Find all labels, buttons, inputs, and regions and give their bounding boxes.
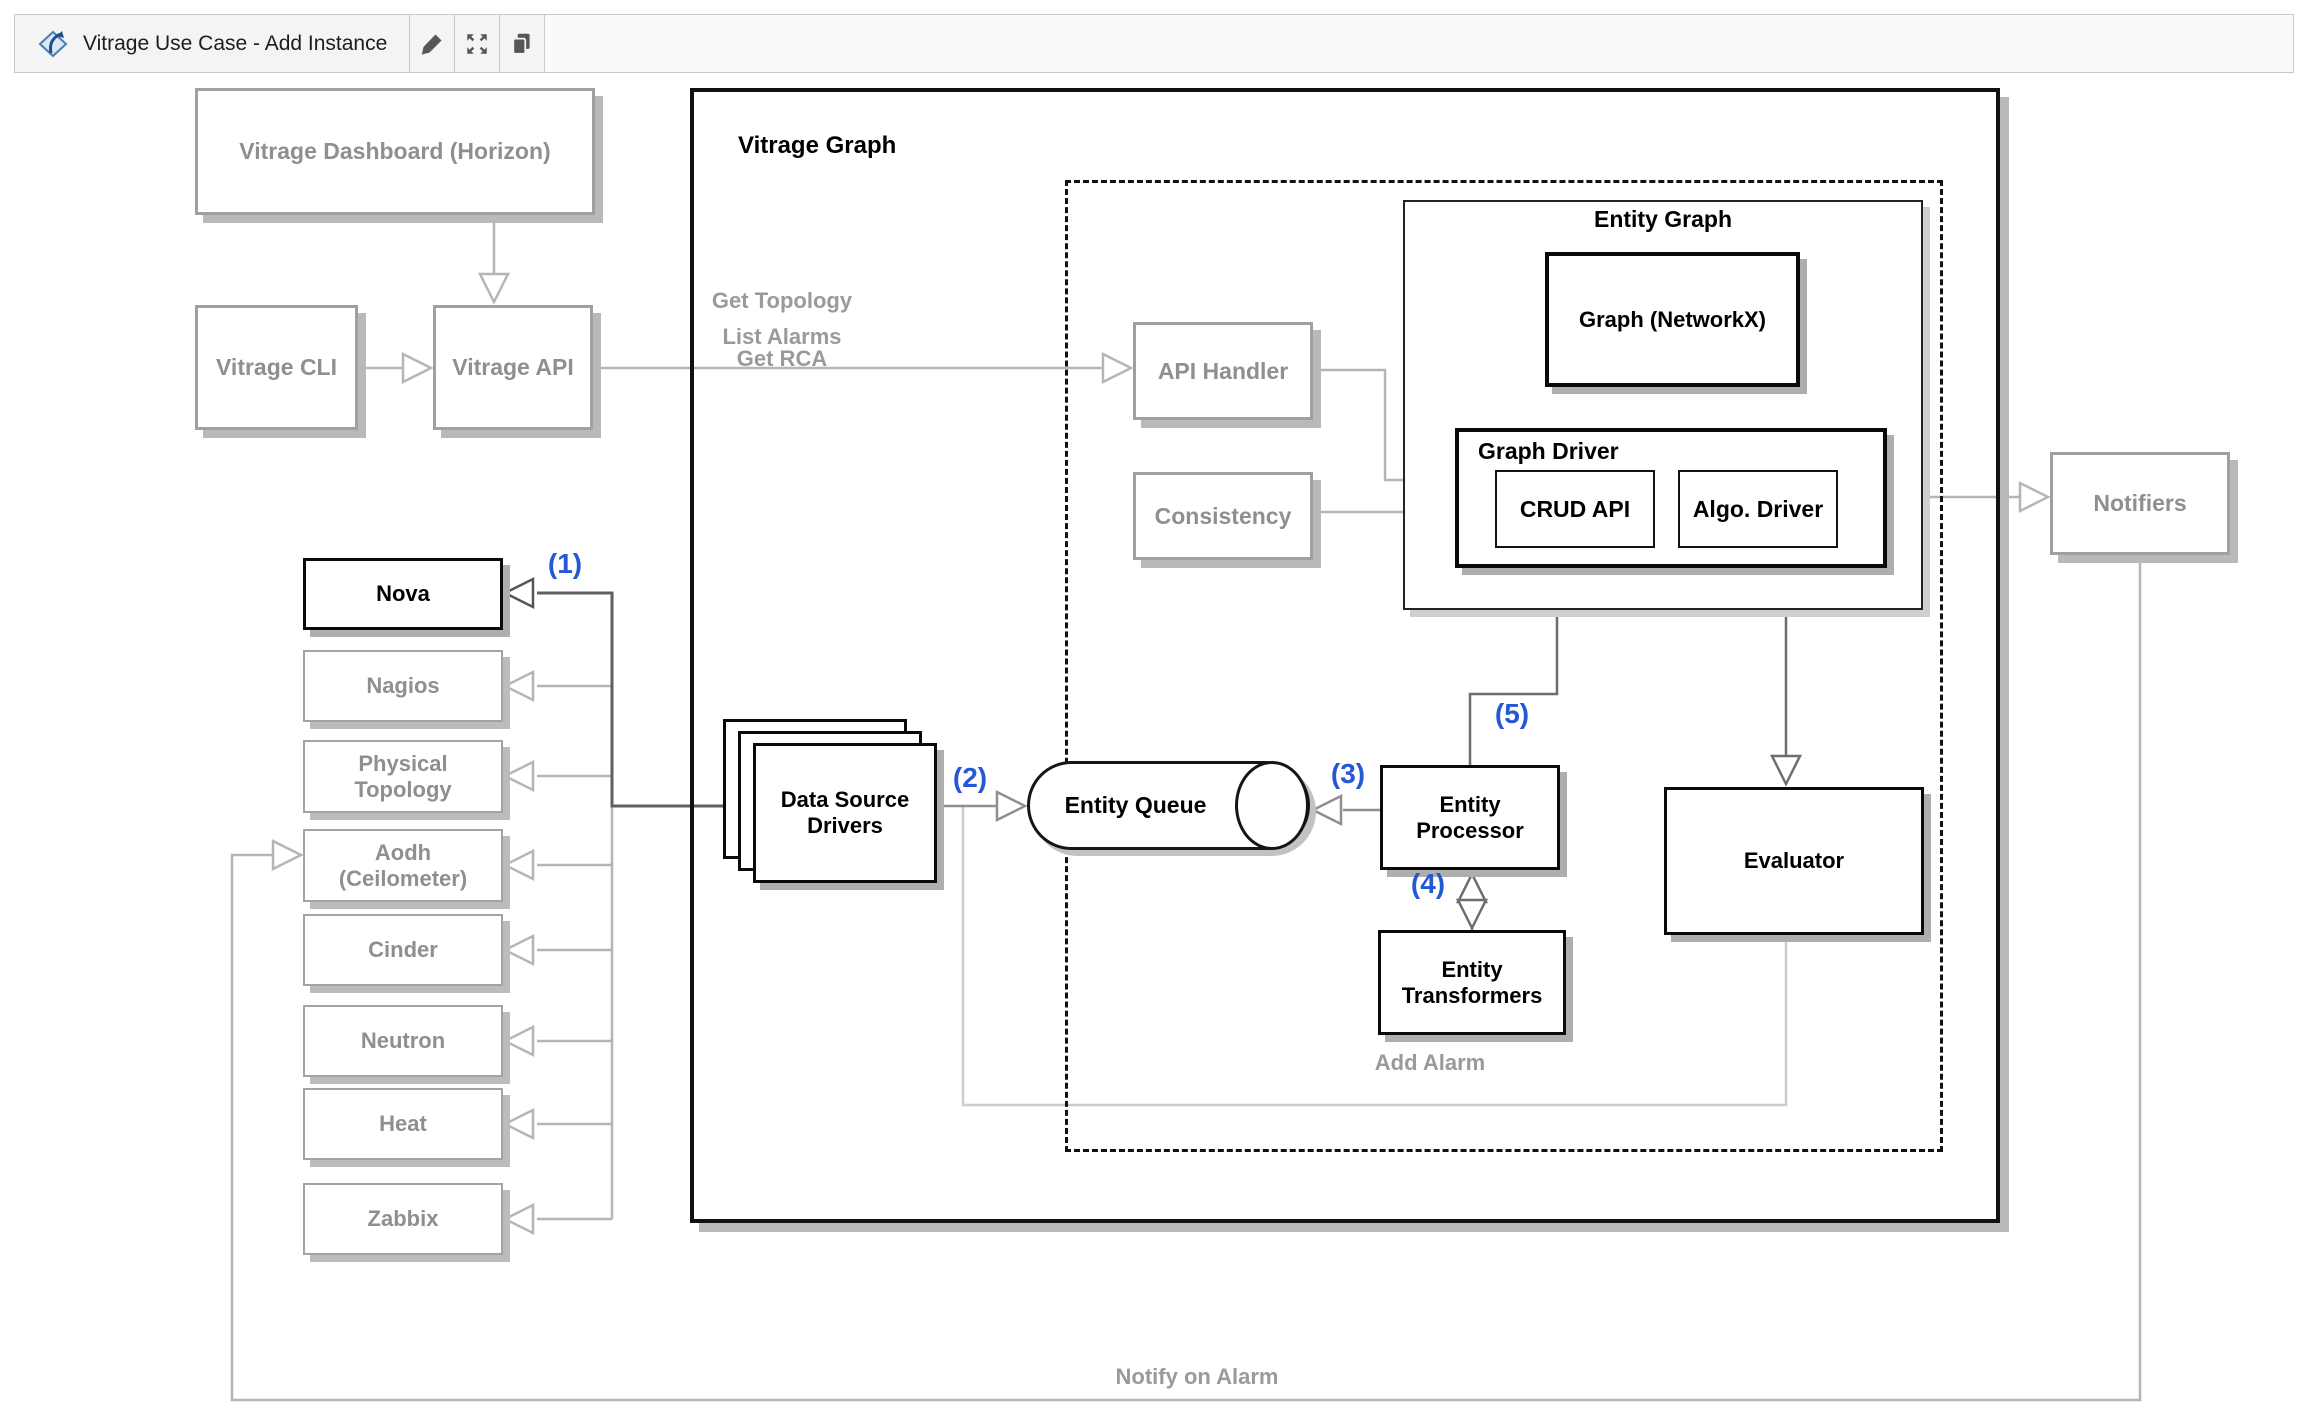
diagram-toolbar: Vitrage Use Case - Add Instance xyxy=(14,14,2294,73)
entity-queue-cylinder: Entity Queue xyxy=(1027,761,1310,850)
entity-graph-label: Entity Graph xyxy=(1593,206,1732,232)
copy-pages-icon xyxy=(512,33,530,55)
data-source-cinder-label: Cinder xyxy=(368,937,438,962)
data-source-drivers-box: Data Source Drivers xyxy=(753,743,937,883)
data-source-nova-label: Nova xyxy=(376,581,430,606)
step-2-label: (2) xyxy=(952,762,988,793)
data-source-nagios-box: Nagios xyxy=(303,650,503,722)
vitrage-dashboard-label: Vitrage Dashboard (Horizon) xyxy=(239,138,551,164)
diagram-app-logo-icon xyxy=(38,30,68,57)
step-1-label: (1) xyxy=(547,548,583,579)
api-handler-box: API Handler xyxy=(1133,322,1313,420)
data-source-physical-topology-box: Physical Topology xyxy=(303,740,503,813)
data-source-nova-box: Nova xyxy=(303,558,503,630)
data-source-zabbix-label: Zabbix xyxy=(367,1206,439,1231)
data-source-aodh-box: Aodh (Ceilometer) xyxy=(303,829,503,902)
notifiers-label: Notifiers xyxy=(2093,490,2187,516)
data-source-heat-label: Heat xyxy=(379,1111,427,1136)
data-source-neutron-box: Neutron xyxy=(303,1005,503,1077)
diagram-title: Vitrage Use Case - Add Instance xyxy=(83,31,388,55)
algo-driver-label: Algo. Driver xyxy=(1692,495,1824,522)
data-source-physical-topology-label: Physical Topology xyxy=(354,750,452,802)
toolbar-spacer xyxy=(545,15,2293,72)
data-source-heat-box: Heat xyxy=(303,1088,503,1160)
step-5-label: (5) xyxy=(1494,698,1530,729)
pencil-icon xyxy=(422,33,442,55)
api-handler-label: API Handler xyxy=(1157,357,1289,384)
vitrage-api-box: Vitrage API xyxy=(433,305,593,430)
crud-api-box: CRUD API xyxy=(1495,470,1655,548)
vitrage-dashboard-box: Vitrage Dashboard (Horizon) xyxy=(195,88,595,215)
data-source-drivers-label: Data Source Drivers xyxy=(780,787,910,838)
add-alarm-label: Add Alarm xyxy=(1374,1050,1486,1075)
entity-transformers-label: Entity Transformers xyxy=(1401,956,1543,1008)
consistency-box: Consistency xyxy=(1133,472,1313,560)
step-3-label: (3) xyxy=(1330,758,1366,789)
data-source-cinder-box: Cinder xyxy=(303,914,503,986)
data-source-neutron-label: Neutron xyxy=(360,1028,446,1053)
entity-processor-box: Entity Processor xyxy=(1380,765,1560,870)
data-source-nagios-label: Nagios xyxy=(366,673,440,698)
entity-queue-label: Entity Queue xyxy=(1064,792,1207,818)
crud-api-label: CRUD API xyxy=(1519,495,1631,522)
step-4-label: (4) xyxy=(1410,868,1446,899)
notify-on-alarm-label: Notify on Alarm xyxy=(1097,1364,1297,1390)
list-alarms-label: List Alarms xyxy=(722,324,842,349)
diagram-title-section: Vitrage Use Case - Add Instance xyxy=(15,15,411,72)
vitrage-api-label: Vitrage API xyxy=(452,354,574,380)
evaluator-box: Evaluator xyxy=(1664,787,1924,935)
vitrage-cli-box: Vitrage CLI xyxy=(195,305,358,430)
entity-processor-label: Entity Processor xyxy=(1416,791,1524,843)
evaluator-label: Evaluator xyxy=(1743,848,1845,873)
vitrage-graph-label: Vitrage Graph xyxy=(738,132,897,159)
graph-networkx-box: Graph (NetworkX) xyxy=(1545,252,1800,387)
processing-dashed-container xyxy=(1065,180,1943,1152)
entity-transformers-box: Entity Transformers xyxy=(1378,930,1566,1035)
data-source-zabbix-box: Zabbix xyxy=(303,1183,503,1255)
edit-button[interactable] xyxy=(410,15,456,72)
get-rca-label: Get RCA xyxy=(736,346,828,371)
graph-networkx-label: Graph (NetworkX) xyxy=(1578,306,1767,332)
expand-arrows-icon xyxy=(467,33,488,54)
entity-queue-cap xyxy=(1235,761,1309,850)
copy-button[interactable] xyxy=(500,15,546,72)
vitrage-cli-label: Vitrage CLI xyxy=(216,354,337,380)
graph-driver-label: Graph Driver xyxy=(1478,438,1619,464)
algo-driver-box: Algo. Driver xyxy=(1678,470,1838,548)
consistency-label: Consistency xyxy=(1154,502,1292,529)
data-source-aodh-label: Aodh (Ceilometer) xyxy=(338,839,468,891)
notifiers-box: Notifiers xyxy=(2050,452,2230,555)
get-topology-label: Get Topology xyxy=(711,288,853,313)
vitrage-graph-container xyxy=(690,88,2000,1223)
fullscreen-button[interactable] xyxy=(455,15,501,72)
